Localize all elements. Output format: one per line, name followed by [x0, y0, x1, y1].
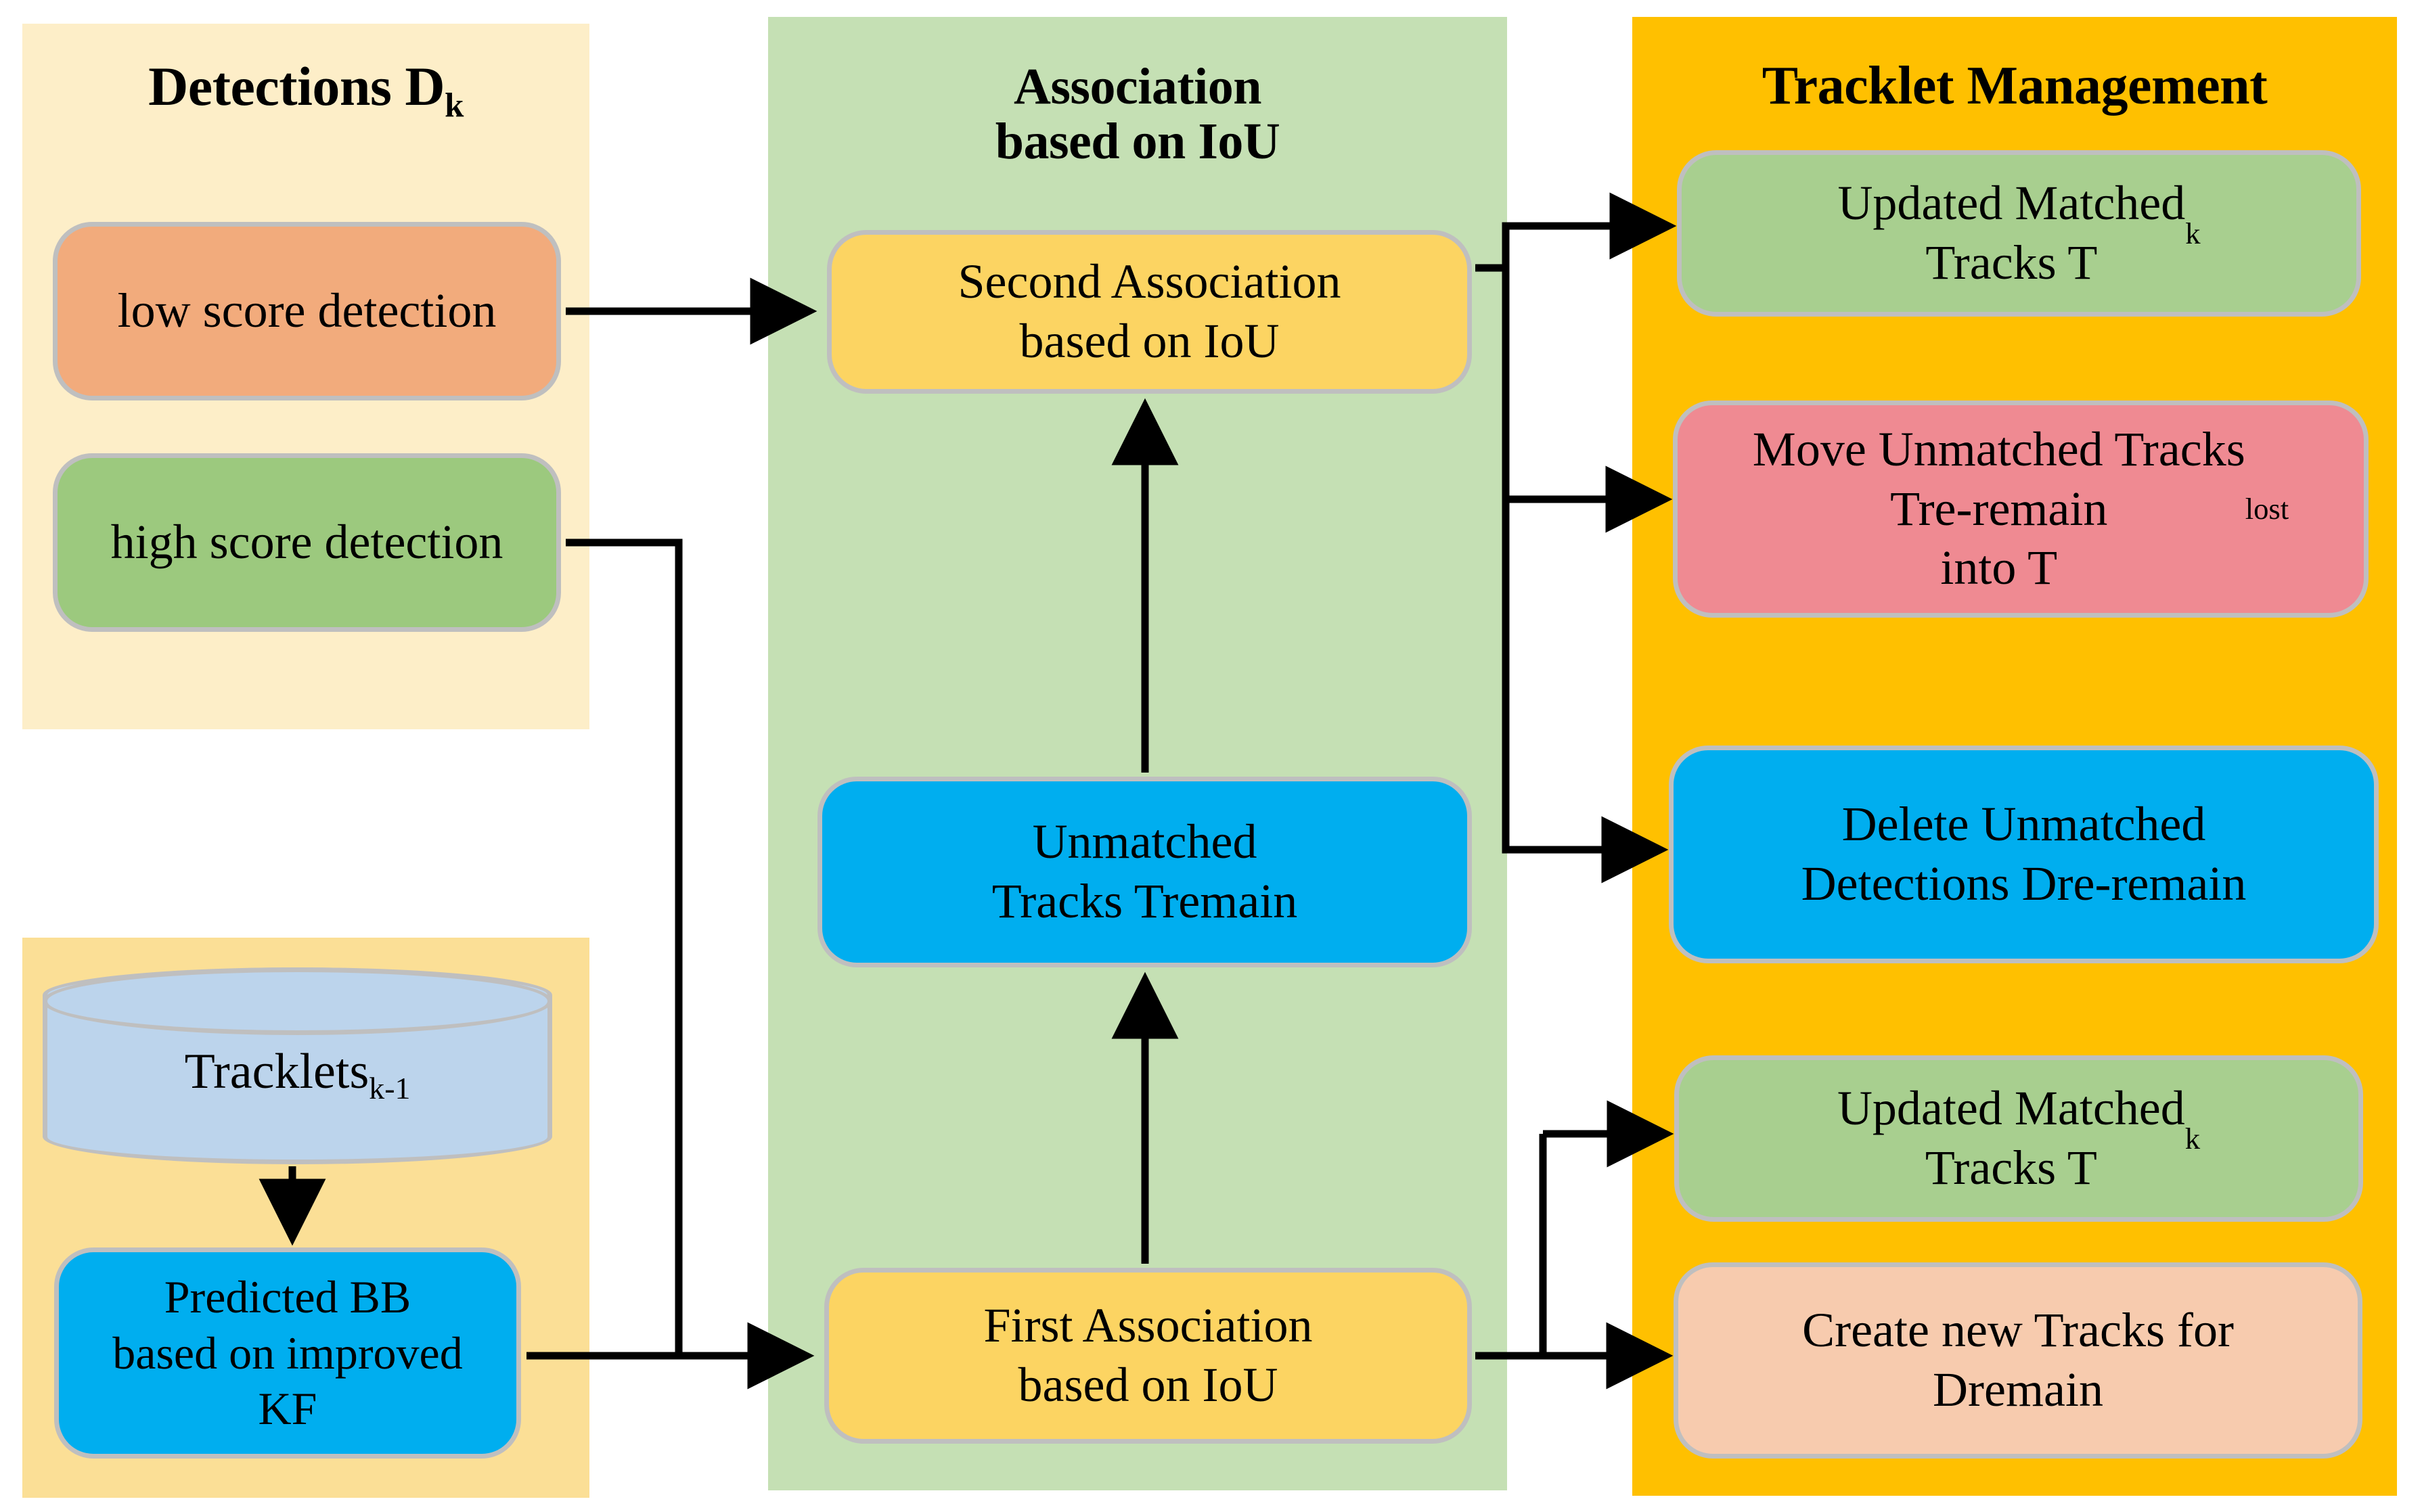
- node-move-unmatched-tracks-subscript: lost: [2245, 492, 2289, 526]
- node-updated-matched-tracks-bottom-subscript: k: [2184, 1121, 2201, 1155]
- node-updated-matched-tracks-top-text: Updated Matched Tracks T: [1837, 176, 2186, 290]
- node-high-score-detection[interactable]: high score detection: [53, 453, 561, 632]
- node-second-association[interactable]: Second Association based on IoU: [827, 230, 1472, 394]
- node-unmatched-tracks[interactable]: Unmatched Tracks Tremain: [817, 777, 1472, 967]
- edge-second-association-to-delete-unmatched: [1502, 499, 1631, 854]
- node-tracklets-subscript: k-1: [369, 1070, 411, 1105]
- node-tracklets-label-text: Tracklets: [184, 1044, 369, 1100]
- panel-title-tracklet-management: Tracklet Management: [1762, 56, 2268, 116]
- node-predicted-bb[interactable]: Predicted BB based on improved KF: [54, 1247, 521, 1459]
- edge-second-association-to-move-unmatched: [1502, 268, 1631, 503]
- node-low-score-detection[interactable]: low score detection: [53, 222, 561, 400]
- node-create-new-tracks[interactable]: Create new Tracks for Dremain: [1674, 1262, 2362, 1459]
- node-tracklets-datastore[interactable]: Trackletsk-1: [43, 967, 552, 1164]
- panel-title-detections-text: Detections D: [148, 55, 445, 117]
- node-tracklets-label: Trackletsk-1: [185, 1043, 411, 1106]
- node-first-association[interactable]: First Association based on IoU: [824, 1268, 1472, 1444]
- panel-title-association: Association based on IoU: [995, 58, 1280, 170]
- node-updated-matched-tracks-bottom-text: Updated Matched Tracks T: [1837, 1081, 2185, 1195]
- panel-title-detections: Detections Dk: [22, 55, 589, 124]
- node-move-unmatched-tracks-text: Move Unmatched Tracks Tre-remain into T: [1752, 421, 2245, 595]
- node-delete-unmatched-detections[interactable]: Delete Unmatched Detections Dre-remain: [1669, 746, 2379, 963]
- cylinder-top-ellipse: [43, 967, 552, 1035]
- node-updated-matched-tracks-top-subscript: k: [2185, 216, 2201, 250]
- panel-title-detections-subscript: k: [445, 86, 464, 124]
